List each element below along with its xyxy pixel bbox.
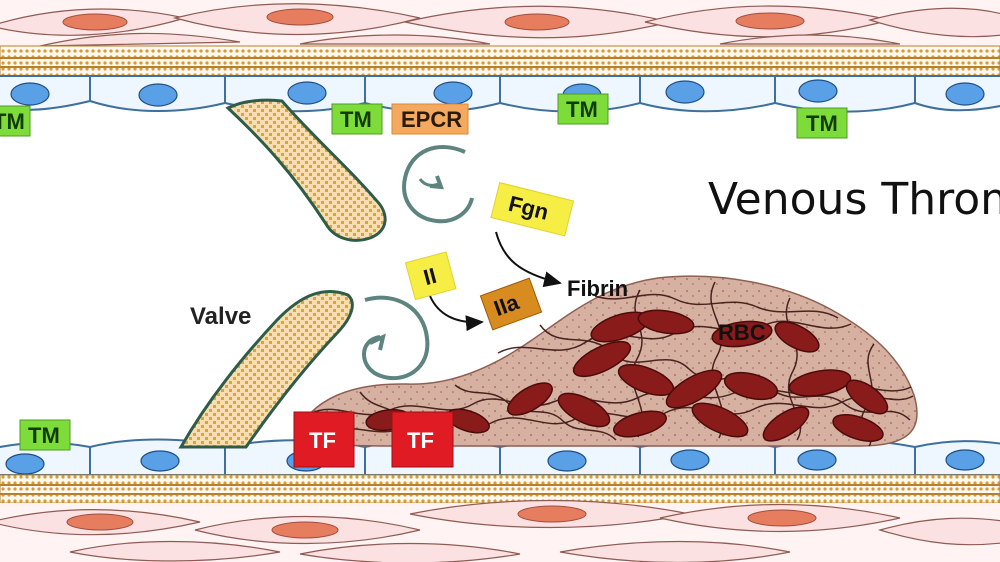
bottom-muscle-cell bbox=[877, 517, 1000, 546]
red-blood-cell bbox=[723, 371, 779, 401]
bottom-muscle-cell bbox=[69, 540, 281, 562]
muscle-nucleus bbox=[735, 12, 805, 30]
muscle-nucleus bbox=[266, 8, 334, 26]
red-blood-cell bbox=[557, 392, 611, 428]
endothelial-nucleus bbox=[797, 449, 837, 471]
tm-top-right: TM bbox=[557, 93, 609, 125]
fibrin-label: Fibrin bbox=[567, 276, 628, 301]
tm-label: TM bbox=[806, 111, 838, 136]
top-vessel-wall bbox=[0, 0, 1000, 77]
red-blood-cell bbox=[637, 309, 695, 335]
muscle-nucleus bbox=[66, 513, 134, 531]
rbc-label: RBC bbox=[718, 320, 766, 345]
endothelial-nucleus bbox=[5, 453, 45, 475]
epcr-box bbox=[391, 103, 469, 135]
fgn-to-fibrin-arrow bbox=[495, 231, 562, 288]
valve-label: Valve bbox=[190, 303, 251, 330]
endothelial-nucleus bbox=[798, 79, 838, 103]
lower-flow-swirl bbox=[362, 295, 430, 381]
fibrin-strand bbox=[454, 384, 617, 441]
tm-top-center: TM bbox=[331, 103, 383, 135]
flow-swirl-icon bbox=[362, 145, 474, 381]
endothelial-nucleus bbox=[433, 81, 473, 105]
endothelial-nucleus bbox=[945, 82, 985, 106]
endothelial-nucleus bbox=[10, 82, 50, 106]
endothelial-nucleus bbox=[138, 83, 178, 107]
tm-label: TM bbox=[28, 423, 60, 448]
epcr-label: EPCR bbox=[401, 107, 462, 132]
lower-flow-swirl-head bbox=[369, 333, 386, 351]
red-blood-cell bbox=[572, 340, 632, 378]
iia-tag: IIa bbox=[479, 277, 543, 331]
tf-box bbox=[293, 411, 355, 468]
tm-label: TM bbox=[566, 97, 598, 122]
red-blood-cell bbox=[845, 379, 889, 415]
epcr-box-group: EPCR bbox=[391, 103, 469, 135]
iia-box bbox=[479, 277, 543, 331]
red-blood-cell bbox=[762, 406, 810, 442]
bottom-matrix-layer bbox=[0, 474, 1000, 504]
tf-left: TF bbox=[293, 411, 355, 468]
top-muscle-cell bbox=[867, 7, 1000, 38]
muscle-nucleus bbox=[504, 13, 570, 31]
top-muscle-cell bbox=[39, 32, 241, 47]
red-blood-cell bbox=[507, 382, 553, 416]
endothelial-cell bbox=[774, 75, 916, 113]
tm-top-far-right: TM bbox=[796, 107, 848, 139]
lower-valve-leaflet bbox=[178, 290, 354, 449]
fgn-box bbox=[490, 182, 575, 237]
red-blood-cell bbox=[665, 369, 723, 409]
bottom-muscle-nuclei bbox=[66, 505, 817, 539]
tm-top-left: TM bbox=[0, 105, 31, 137]
tm-box bbox=[331, 103, 383, 135]
endothelial-nucleus bbox=[140, 450, 180, 472]
top-muscle-nuclei bbox=[62, 8, 805, 31]
red-blood-cell bbox=[711, 320, 773, 348]
muscle-nucleus bbox=[271, 521, 339, 539]
tf-right: TF bbox=[391, 411, 454, 468]
top-muscle-cell bbox=[299, 34, 491, 45]
red-blood-cell bbox=[774, 321, 820, 353]
tm-label: TM bbox=[0, 109, 25, 134]
ii-to-iia-arrow bbox=[429, 295, 484, 332]
bottom-muscle-cell bbox=[559, 540, 791, 562]
endothelial-cell bbox=[639, 75, 776, 113]
red-blood-cell bbox=[691, 402, 749, 438]
tm-bottom-left: TM bbox=[19, 419, 71, 451]
muscle-nucleus bbox=[62, 13, 128, 31]
endothelial-nucleus bbox=[547, 450, 587, 472]
endothelial-nucleus bbox=[665, 80, 705, 104]
ii-tag: II bbox=[404, 251, 457, 301]
top-muscle-cell bbox=[719, 34, 901, 45]
red-blood-cell bbox=[613, 410, 667, 438]
tf-label: TF bbox=[309, 428, 336, 453]
upper-valve-leaflet bbox=[225, 98, 387, 242]
tf-label: TF bbox=[407, 428, 434, 453]
tm-box bbox=[557, 93, 609, 125]
tf-box bbox=[391, 411, 454, 468]
tm-box bbox=[19, 419, 71, 451]
diagram-title: Venous Thrombus bbox=[708, 174, 1000, 225]
fgn-tag: Fgn bbox=[490, 182, 575, 237]
tm-box bbox=[796, 107, 848, 139]
red-blood-cells bbox=[365, 309, 889, 442]
endothelial-nucleus bbox=[945, 449, 985, 471]
bottom-vessel-wall bbox=[0, 474, 1000, 562]
tm-box bbox=[0, 105, 31, 137]
venous-thrombus bbox=[294, 275, 918, 447]
muscle-nucleus bbox=[517, 505, 587, 523]
red-blood-cell bbox=[832, 414, 884, 442]
red-blood-cell bbox=[788, 369, 852, 397]
top-matrix-layer bbox=[0, 45, 1000, 77]
tm-label: TM bbox=[340, 107, 372, 132]
endothelial-nucleus bbox=[670, 449, 710, 471]
muscle-nucleus bbox=[747, 509, 817, 527]
upper-flow-swirl-head bbox=[429, 175, 444, 190]
fibrin-strand bbox=[594, 293, 839, 319]
endothelial-nucleus bbox=[287, 81, 327, 105]
upper-flow-swirl bbox=[402, 145, 474, 224]
ii-box bbox=[404, 251, 457, 301]
